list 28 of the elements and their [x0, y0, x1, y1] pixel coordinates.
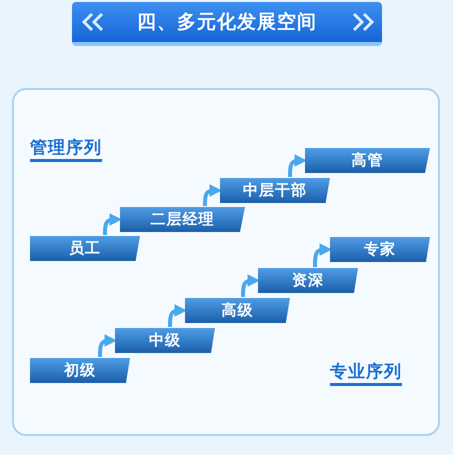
- step-label: 资深: [292, 271, 324, 290]
- curved-arrow: [288, 154, 308, 177]
- title-text: 四、多元化发展空间: [137, 10, 317, 35]
- step-bar: [115, 328, 215, 353]
- step-label: 高级: [222, 301, 254, 320]
- step-bar: [30, 358, 130, 383]
- step-label: 中层干部: [243, 181, 307, 200]
- curved-arrow: [98, 334, 118, 357]
- step-bar: [330, 237, 430, 262]
- step-label: 员工: [69, 239, 101, 258]
- step-bar: [30, 236, 140, 261]
- curved-arrow: [168, 304, 188, 327]
- curved-arrow: [203, 184, 222, 206]
- step-bar: [220, 178, 330, 203]
- step-label: 中级: [149, 331, 181, 350]
- curved-arrow: [103, 213, 122, 235]
- step-bar: [120, 207, 245, 232]
- step-bar: [305, 148, 430, 173]
- step-label: 初级: [64, 361, 96, 380]
- step-label: 二层经理: [150, 210, 214, 229]
- step-bar: [185, 298, 290, 323]
- curved-arrow: [313, 243, 332, 267]
- step-label: 高管: [352, 151, 384, 170]
- curved-arrow: [241, 274, 260, 297]
- step-bar: [258, 268, 358, 293]
- series-heading: 专业序列: [330, 360, 402, 386]
- step-label: 专家: [364, 240, 396, 259]
- series-heading: 管理序列: [30, 136, 102, 162]
